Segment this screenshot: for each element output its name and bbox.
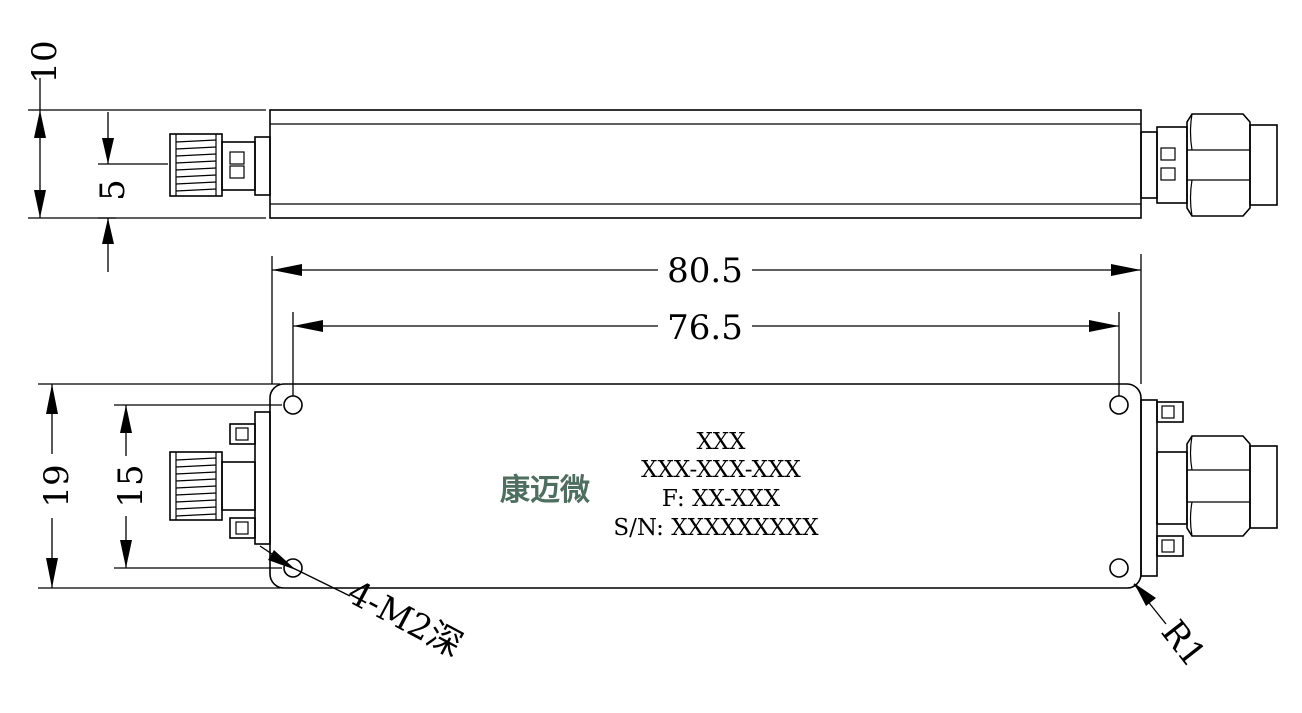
dimension-overall-length: 80.5 xyxy=(271,251,1142,384)
dim-body-width-text: 19 xyxy=(37,464,77,507)
dim-hole-spacing-text: 76.5 xyxy=(667,308,743,348)
dimension-connector-span: 15 xyxy=(111,404,282,569)
side-view-body xyxy=(269,109,1142,219)
top-left-connector xyxy=(169,411,271,545)
label-line-3: F: XX-XXX xyxy=(662,486,781,512)
dimension-side-height: 10 xyxy=(25,40,266,219)
label-line-4: S/N: XXXXXXXXX xyxy=(613,515,819,541)
top-view: 康迈微 XXX XXX-XXX-XXX F: XX-XXX S/N: XXXXX… xyxy=(169,383,1278,589)
product-label: 康迈微 XXX XXX-XXX-XXX F: XX-XXX S/N: XXXXX… xyxy=(500,429,819,541)
leader-mount-holes: 4-M2深 xyxy=(259,545,469,666)
hole-bottom-right xyxy=(1109,558,1129,578)
dimension-hole-spacing: 76.5 xyxy=(292,308,1120,396)
mounting-holes xyxy=(283,395,1129,578)
hole-bottom-left xyxy=(283,558,303,578)
label-line-1: XXX xyxy=(696,429,746,455)
brand-logo: 康迈微 xyxy=(500,473,590,508)
hole-top-left xyxy=(283,395,303,415)
dim-connector-offset-text: 5 xyxy=(93,179,133,201)
top-right-connector xyxy=(1140,399,1278,577)
side-left-connector xyxy=(169,133,271,197)
dimension-connector-offset: 5 xyxy=(93,112,168,272)
leader-corner-radius-text: R1 xyxy=(1153,613,1214,675)
dimension-body-width: 19 xyxy=(37,383,280,589)
dim-side-height-text: 10 xyxy=(25,40,65,83)
side-right-connector xyxy=(1140,113,1278,217)
hole-top-right xyxy=(1109,395,1129,415)
dim-connector-span-text: 15 xyxy=(111,464,151,507)
leader-corner-radius: R1 xyxy=(1133,583,1214,675)
side-view xyxy=(169,109,1278,219)
leader-mount-holes-text: 4-M2深 xyxy=(341,573,469,666)
dim-overall-length-text: 80.5 xyxy=(667,251,743,291)
label-line-2: XXX-XXX-XXX xyxy=(641,457,801,483)
